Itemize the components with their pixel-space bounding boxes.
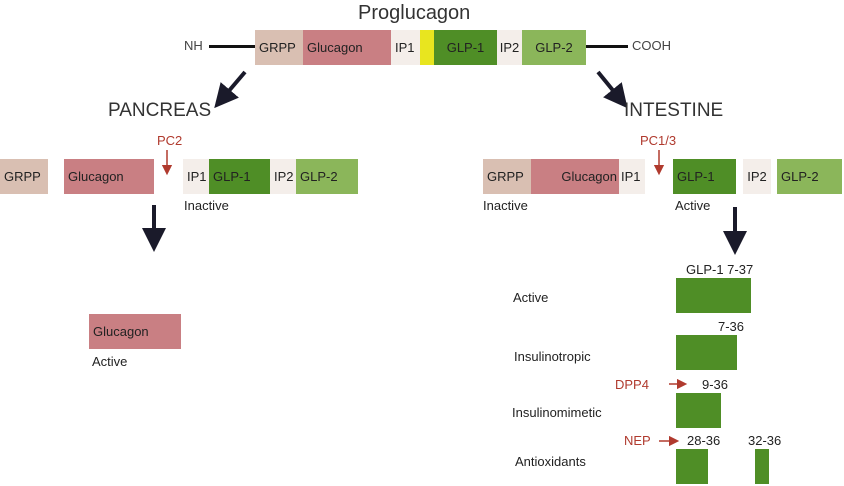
intestine-ip2-label: IP2 (747, 169, 767, 184)
pancreas-glp1-label: GLP-1 (213, 169, 251, 184)
pancreas-segment-glp2: GLP-2 (296, 159, 358, 194)
form-label-9-36: 9-36 (702, 377, 729, 392)
segment-ip2-label: IP2 (499, 40, 520, 55)
pancreas-glp2-label: GLP-2 (300, 169, 338, 184)
segment-glp2: GLP-2 (522, 30, 586, 65)
intestine-ip1-label: IP1 (621, 169, 641, 184)
intestine-segment-ip1: IP1 (619, 159, 645, 194)
segment-yellow (420, 30, 434, 65)
glp1-7-37-bar (676, 278, 751, 313)
nh-terminal: NH (184, 38, 203, 53)
intestine-segment-glp2: GLP-2 (777, 159, 842, 194)
pancreas-segment-ip2: IP2 (270, 159, 296, 194)
intestine-heading: INTESTINE (624, 100, 724, 121)
arrow-to-pancreas (214, 70, 247, 109)
form-desc-active: Active (513, 290, 549, 305)
pancreas-grpp-label: GRPP (4, 169, 41, 184)
form-label-7-36: 7-36 (718, 319, 745, 334)
intestine-glp2-label: GLP-2 (781, 169, 819, 184)
pc2-enzyme-label: PC2 (157, 133, 183, 148)
intestine-grpp-label: GRPP (487, 169, 524, 184)
form-label-7-37: GLP-1 7-37 (686, 262, 754, 277)
segment-ip2: IP2 (497, 30, 522, 65)
segment-grpp-label: GRPP (259, 40, 296, 55)
glp1-32-36-bar (755, 449, 769, 484)
pancreas-segment-glucagon: Glucagon (64, 159, 154, 194)
intestine-active-label: Active (675, 198, 711, 213)
segment-ip1: IP1 (391, 30, 420, 65)
intestine-segment-ip2: IP2 (743, 159, 771, 194)
pancreas-ip1-label: IP1 (187, 169, 207, 184)
form-desc-insulinotropic: Insulinotropic (514, 349, 591, 364)
pancreas-segment-grpp: GRPP (0, 159, 48, 194)
nep-enzyme-label: NEP (624, 433, 651, 448)
arrow-to-intestine (596, 70, 628, 109)
glp1-7-36-bar (676, 335, 737, 370)
segment-glucagon-label: Glucagon (307, 40, 363, 55)
pancreas-heading: PANCREAS (108, 100, 212, 121)
segment-ip1-label: IP1 (395, 40, 415, 55)
cooh-connector (586, 45, 628, 48)
form-label-32-36: 32-36 (748, 433, 782, 448)
form-desc-antioxidants: Antioxidants (515, 454, 586, 469)
segment-grpp: GRPP (255, 30, 303, 65)
pancreas-active-label: Active (92, 354, 128, 369)
segment-glucagon: Glucagon (303, 30, 391, 65)
glp1-9-36-bar (676, 393, 721, 428)
nh-connector (209, 45, 255, 48)
intestine-glucagon-label: Glucagon (561, 169, 617, 184)
intestine-inactive-label: Inactive (483, 198, 528, 213)
pancreas-product-label: Glucagon (93, 324, 149, 339)
pancreas-segment-ip1: IP1 (183, 159, 209, 194)
segment-glp1: GLP-1 (434, 30, 497, 65)
glp1-28-36-bar (676, 449, 708, 484)
cooh-terminal: COOH (632, 38, 671, 53)
pancreas-inactive-label: Inactive (184, 198, 229, 213)
segment-glp2-label: GLP-2 (535, 40, 573, 55)
segment-glp1-label: GLP-1 (446, 40, 485, 55)
pancreas-product-glucagon: Glucagon (89, 314, 181, 349)
pancreas-glucagon-label: Glucagon (68, 169, 124, 184)
intestine-segment-glucagon: Glucagon (531, 159, 619, 194)
pancreas-ip2-label: IP2 (274, 169, 294, 184)
dpp4-enzyme-label: DPP4 (615, 377, 649, 392)
diagram-title: Proglucagon (358, 2, 471, 24)
intestine-glp1-label: GLP-1 (677, 169, 715, 184)
intestine-segment-grpp: GRPP (483, 159, 531, 194)
pancreas-segment-glp1: GLP-1 (209, 159, 270, 194)
intestine-segment-glp1: GLP-1 (673, 159, 736, 194)
form-label-28-36: 28-36 (687, 433, 721, 448)
pc13-enzyme-label: PC1/3 (640, 133, 677, 148)
form-desc-insulinomimetic: Insulinomimetic (512, 405, 602, 420)
